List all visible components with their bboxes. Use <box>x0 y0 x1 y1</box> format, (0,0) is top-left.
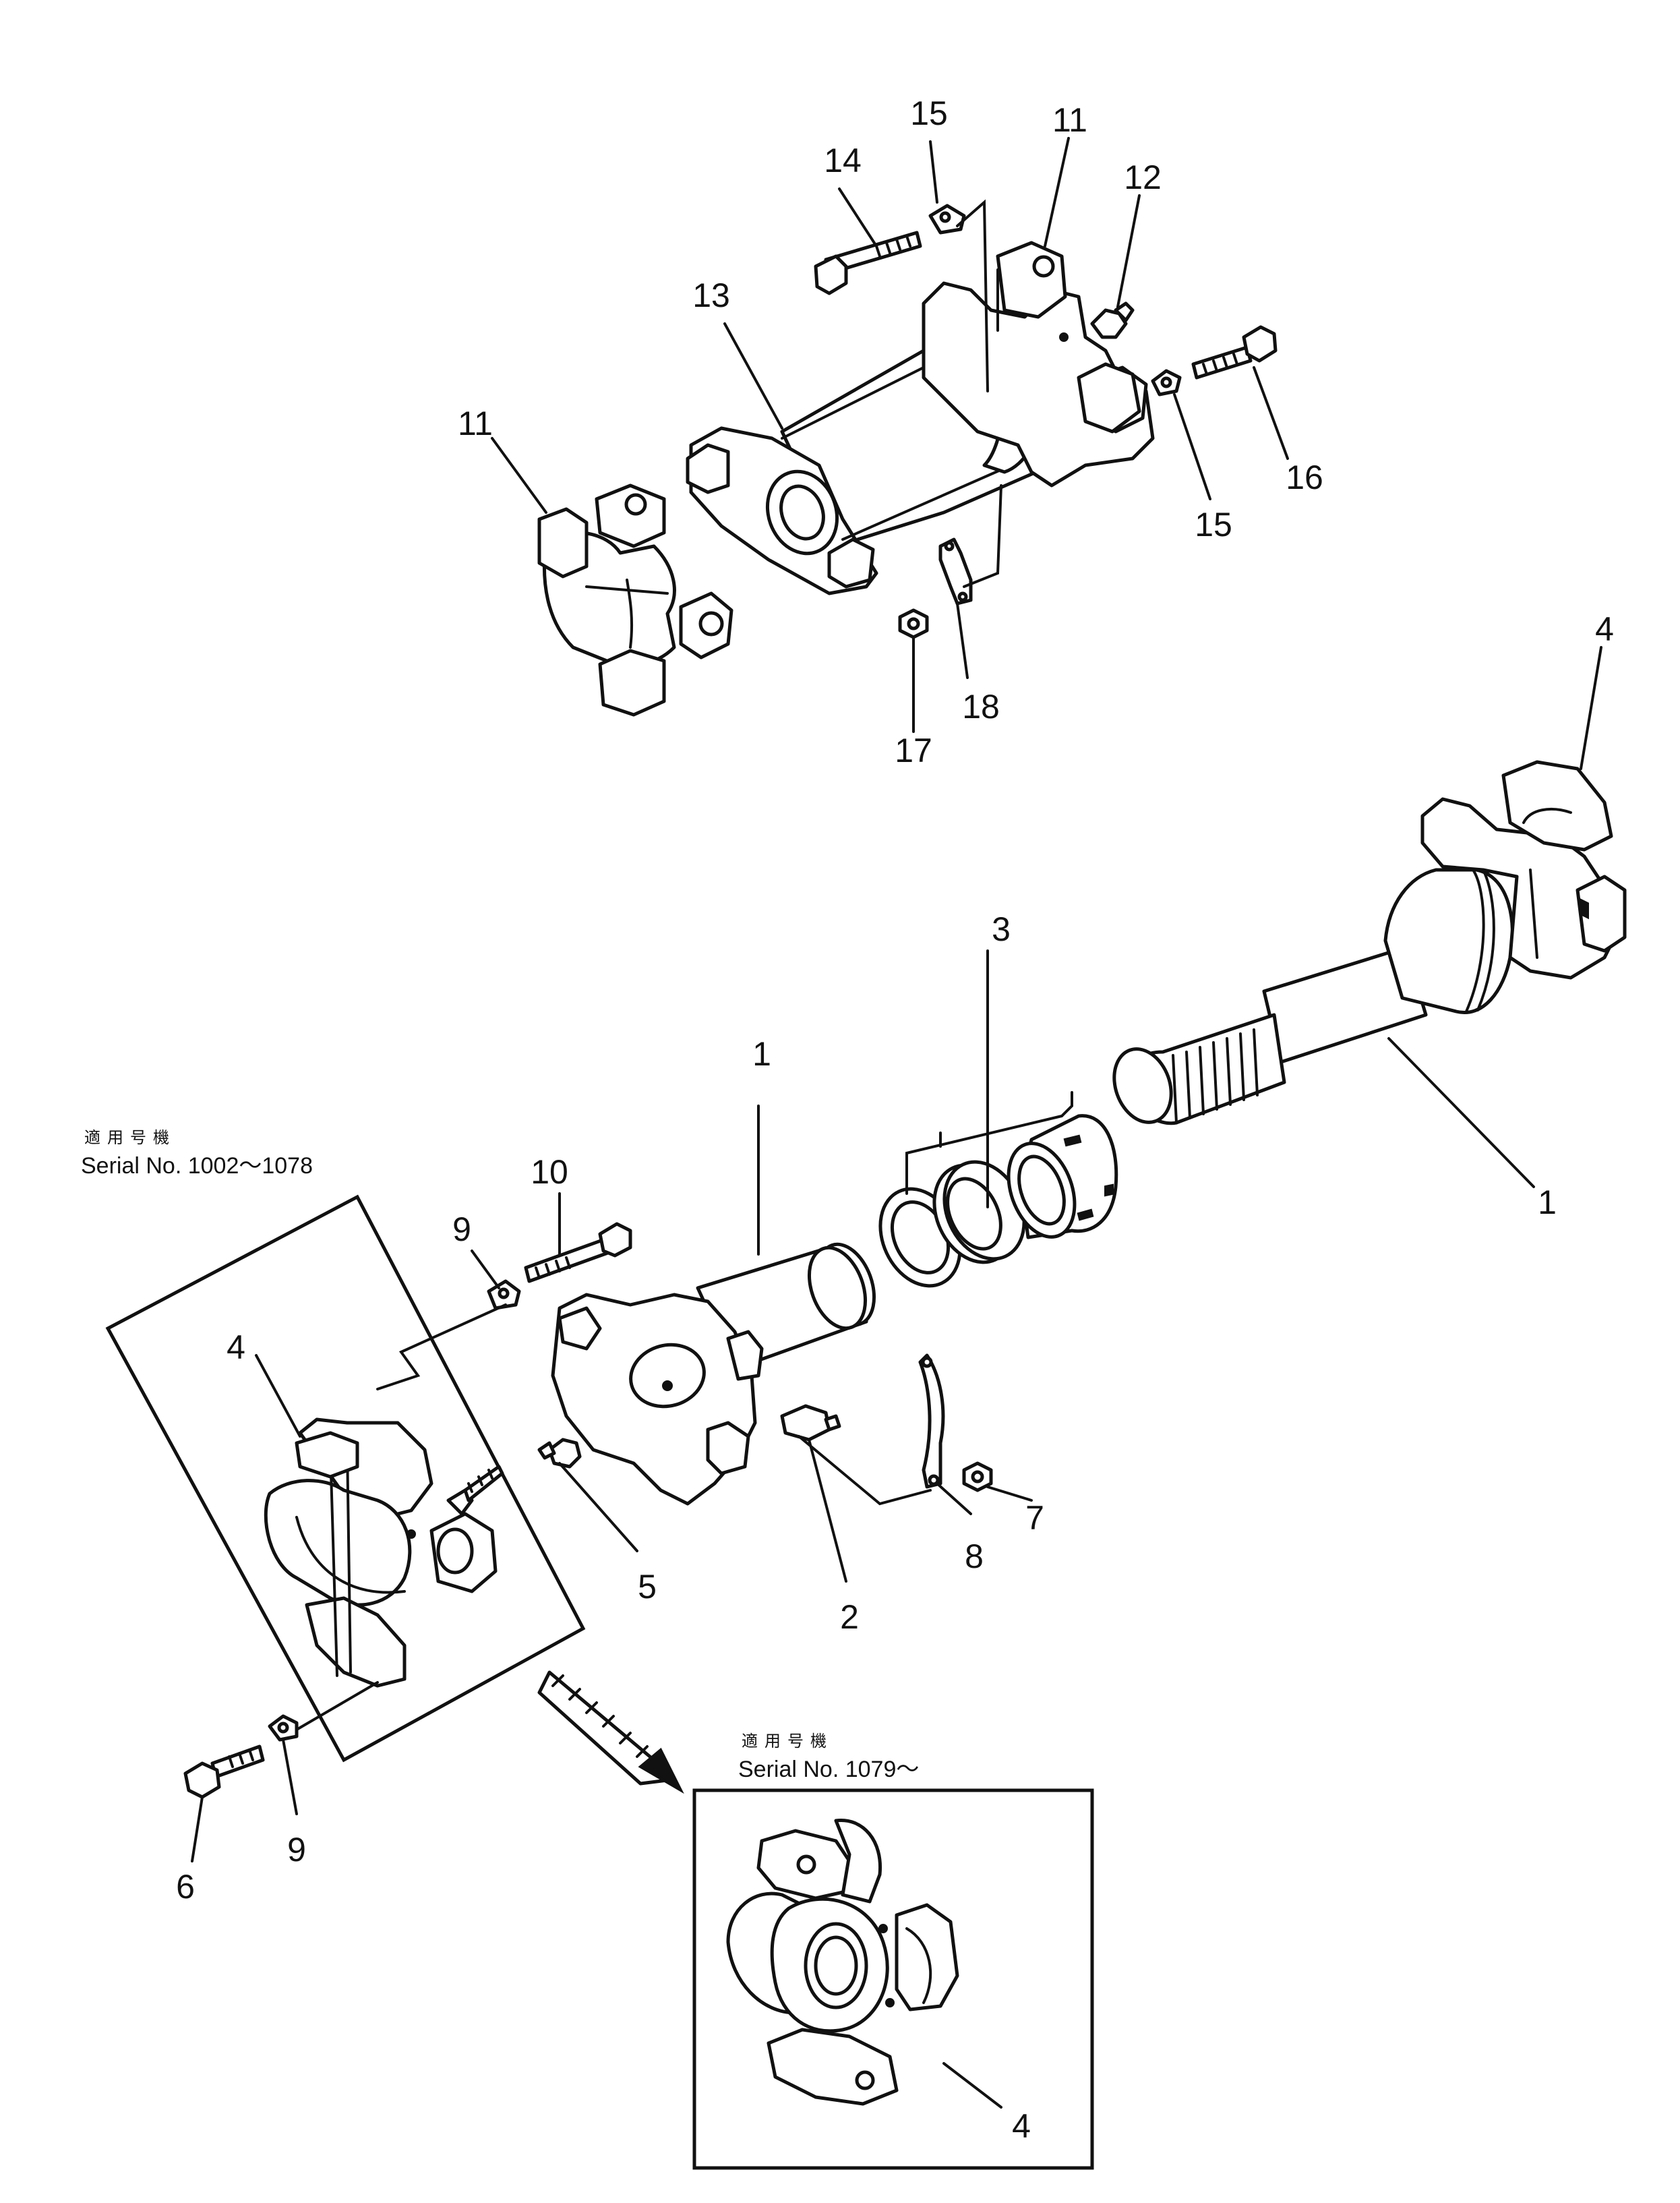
callout-10: 10 <box>531 1153 568 1191</box>
callout-3: 3 <box>992 910 1011 948</box>
callout-13: 13 <box>692 276 730 314</box>
callout-15-top: 15 <box>910 94 948 132</box>
hatched-arrow <box>537 1670 684 1794</box>
lock-strap-part-18 <box>938 537 973 606</box>
universal-joint-yoke-top-right <box>922 241 1155 488</box>
lock-washer-part-15-top <box>928 204 966 235</box>
callout-1-mid: 1 <box>752 1035 771 1073</box>
grease-fitting-part-2 <box>780 1404 841 1442</box>
serial-range-label: Serial No. 1002～1078 <box>81 1153 313 1179</box>
callout-4-right: 4 <box>1595 610 1614 648</box>
callout-11-left: 11 <box>458 405 493 442</box>
bolt-part-14 <box>814 231 922 295</box>
seal-set-part-3 <box>878 1114 1118 1288</box>
splined-shaft-part-1 <box>1112 760 1627 1125</box>
lock-washer-part-9-upper <box>487 1279 521 1310</box>
callout-17: 17 <box>895 732 932 769</box>
bolt-part-10 <box>524 1222 632 1283</box>
callout-18: 18 <box>962 688 1000 726</box>
callout-12: 12 <box>1124 158 1162 196</box>
serial-1079-inset <box>692 1788 1094 2170</box>
callout-8: 8 <box>965 1537 984 1575</box>
serial-from-label: Serial No. 1079～ <box>738 1757 919 1782</box>
lock-washer-part-15-right <box>1151 369 1182 396</box>
callout-7: 7 <box>1025 1499 1044 1537</box>
serial-1002-1078-inset <box>105 1194 586 1763</box>
callout-11-top: 11 <box>1052 101 1087 139</box>
callout-4-inset: 4 <box>1012 2107 1031 2145</box>
nut-part-17 <box>898 608 929 639</box>
slip-yoke-part-1 <box>551 1242 876 1506</box>
callout-9-lower: 9 <box>287 1831 306 1869</box>
grease-fitting-part-12 <box>1090 301 1135 339</box>
serial-from-jp-label: 適用号機 <box>742 1732 833 1751</box>
callout-9-upper: 9 <box>452 1210 471 1248</box>
callout-2: 2 <box>840 1598 859 1636</box>
lock-strap-part-8 <box>918 1353 945 1489</box>
nut-part-7 <box>962 1461 993 1492</box>
spider-part-11-left <box>537 483 733 717</box>
lock-washer-part-9-lower <box>268 1714 299 1742</box>
callout-5: 5 <box>638 1568 657 1606</box>
callout-16: 16 <box>1286 459 1323 496</box>
serial-range-jp-label: 適用号機 <box>84 1128 176 1147</box>
callout-1-right: 1 <box>1538 1183 1557 1221</box>
bolt-part-6 <box>183 1744 265 1799</box>
bolt-part-16 <box>1191 325 1278 380</box>
callout-4-left: 4 <box>227 1328 245 1366</box>
callout-6: 6 <box>176 1868 195 1906</box>
callout-leaders <box>191 137 1602 2109</box>
grease-fitting-part-5 <box>537 1438 582 1469</box>
callout-15-bottom: 15 <box>1195 506 1232 544</box>
callout-14: 14 <box>824 142 862 179</box>
